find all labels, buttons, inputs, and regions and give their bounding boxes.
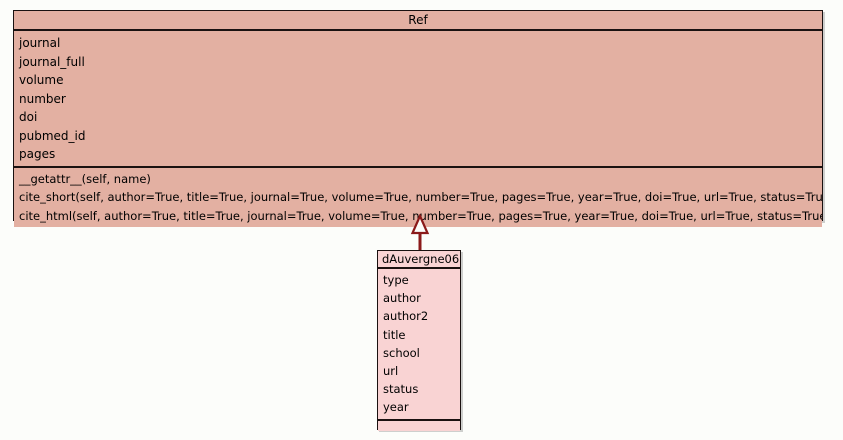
uml-class-ref-title: Ref: [14, 11, 822, 31]
uml-class-dauvergne06-methods: [378, 420, 460, 431]
uml-attribute-row: author: [383, 291, 421, 306]
uml-class-dauvergne06-title: dAuvergne06: [378, 251, 460, 269]
uml-class-ref-methods: __getattr__(self, name) cite_short(self,…: [14, 167, 822, 227]
uml-class-dauvergne06-attributes: type author author2 title school url sta…: [378, 269, 460, 421]
uml-attribute-row: author2: [383, 309, 429, 324]
uml-attribute-row: volume: [19, 73, 64, 87]
uml-attribute-row: title: [383, 327, 406, 342]
uml-attribute-row: type: [383, 273, 409, 287]
uml-attribute-row: journal_full: [19, 54, 85, 69]
uml-attribute-row: pages: [19, 147, 56, 161]
uml-attribute-row: pubmed_id: [19, 128, 86, 143]
uml-attribute-row: journal: [19, 36, 61, 50]
uml-attribute-row: url: [383, 364, 399, 379]
uml-method-row[interactable]: __getattr__(self, name): [19, 171, 151, 186]
uml-attribute-row: status: [383, 382, 419, 397]
uml-class-ref[interactable]: Ref journal journal_full volume number d…: [13, 10, 823, 227]
uml-attribute-row: number: [19, 91, 66, 106]
uml-attribute-row: doi: [19, 110, 38, 124]
uml-attribute-row: year: [383, 400, 409, 415]
uml-method-row[interactable]: cite_html(self, author=True, title=True,…: [19, 208, 822, 223]
uml-attribute-row: school: [383, 345, 420, 360]
uml-class-dauvergne06[interactable]: dAuvergne06 type author author2 title sc…: [377, 250, 461, 431]
uml-method-row[interactable]: cite_short(self, author=True, title=True…: [19, 190, 822, 204]
uml-class-ref-attributes: journal journal_full volume number doi p…: [14, 31, 822, 168]
